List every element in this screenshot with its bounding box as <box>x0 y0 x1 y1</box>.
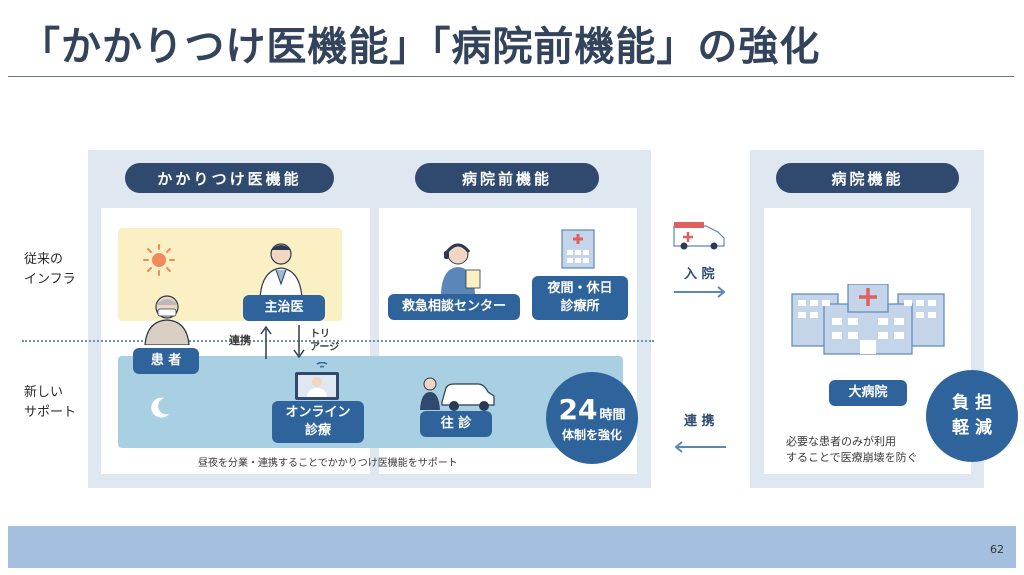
home-visit-label: 往 診 <box>420 411 492 437</box>
infra-divider <box>22 340 654 342</box>
24h-system-badge: 24 時間 体制を強化 <box>546 372 638 464</box>
support-caption: 昼夜を分業・連携することでかかりつけ医機能をサポート <box>198 458 458 469</box>
page-title: 「かかりつけ医機能」「病院前機能」の強化 <box>20 24 821 70</box>
sun-icon <box>143 244 175 276</box>
burden-line2: 軽 減 <box>952 418 992 438</box>
online-monitor-icon <box>295 362 339 400</box>
cooperation-small-label: 連携 <box>229 334 251 347</box>
online-label-line2: 診療 <box>304 423 331 438</box>
burden-reduction-badge: 負 担 軽 減 <box>926 370 1018 462</box>
cooperation-label: 連 携 <box>684 414 715 429</box>
online-label-line1: オンライン <box>285 405 351 421</box>
up-arrow-icon <box>260 325 272 359</box>
right-arrow-icon <box>674 286 726 298</box>
home-visit-car-icon <box>420 377 495 411</box>
triage-label: トリ アージ <box>310 329 340 353</box>
footer-bar <box>8 526 1016 568</box>
badge-24-unit: 時間 <box>599 408 626 423</box>
title-divider <box>8 76 1014 77</box>
moon-icon <box>151 397 169 418</box>
admission-label: 入 院 <box>684 267 715 282</box>
badge-24-line2: 体制を強化 <box>561 428 622 442</box>
patient-label: 患 者 <box>133 348 199 374</box>
left-arrow-icon <box>674 441 726 453</box>
clinic-building-icon <box>561 229 595 269</box>
attending-doctor-label: 主治医 <box>243 295 325 321</box>
header-primary-care: かかりつけ医機能 <box>125 163 334 193</box>
emergency-consult-label: 救急相談センター <box>388 294 520 320</box>
header-hospital: 病院機能 <box>776 163 959 193</box>
online-consultation-label: オンライン 診療 <box>272 401 364 443</box>
hospital-caption: 必要な患者のみが利用 することで医療崩壊を防ぐ <box>786 435 918 464</box>
big-hospital-label: 大病院 <box>829 380 907 406</box>
operator-headset-icon <box>441 243 481 294</box>
hospital-building-icon <box>791 284 945 355</box>
label-new-support: 新しい サポート <box>24 385 77 420</box>
night-holiday-clinic-label: 夜間・休日 診療所 <box>532 276 628 320</box>
badge-24-number: 24 <box>558 393 598 426</box>
nighttime-area <box>118 356 623 448</box>
label-conventional-infra: 従来の インフラ <box>24 252 76 287</box>
burden-line1: 負 担 <box>952 392 992 413</box>
doctor-icon <box>259 243 303 298</box>
night-clinic-line2: 診療所 <box>560 299 600 314</box>
page-number: 62 <box>990 543 1004 556</box>
header-prehospital: 病院前機能 <box>415 163 599 193</box>
down-arrow-icon <box>293 325 305 359</box>
night-clinic-line1: 夜間・休日 <box>547 281 613 297</box>
patient-icon <box>144 295 190 345</box>
ambulance-icon <box>673 222 725 250</box>
